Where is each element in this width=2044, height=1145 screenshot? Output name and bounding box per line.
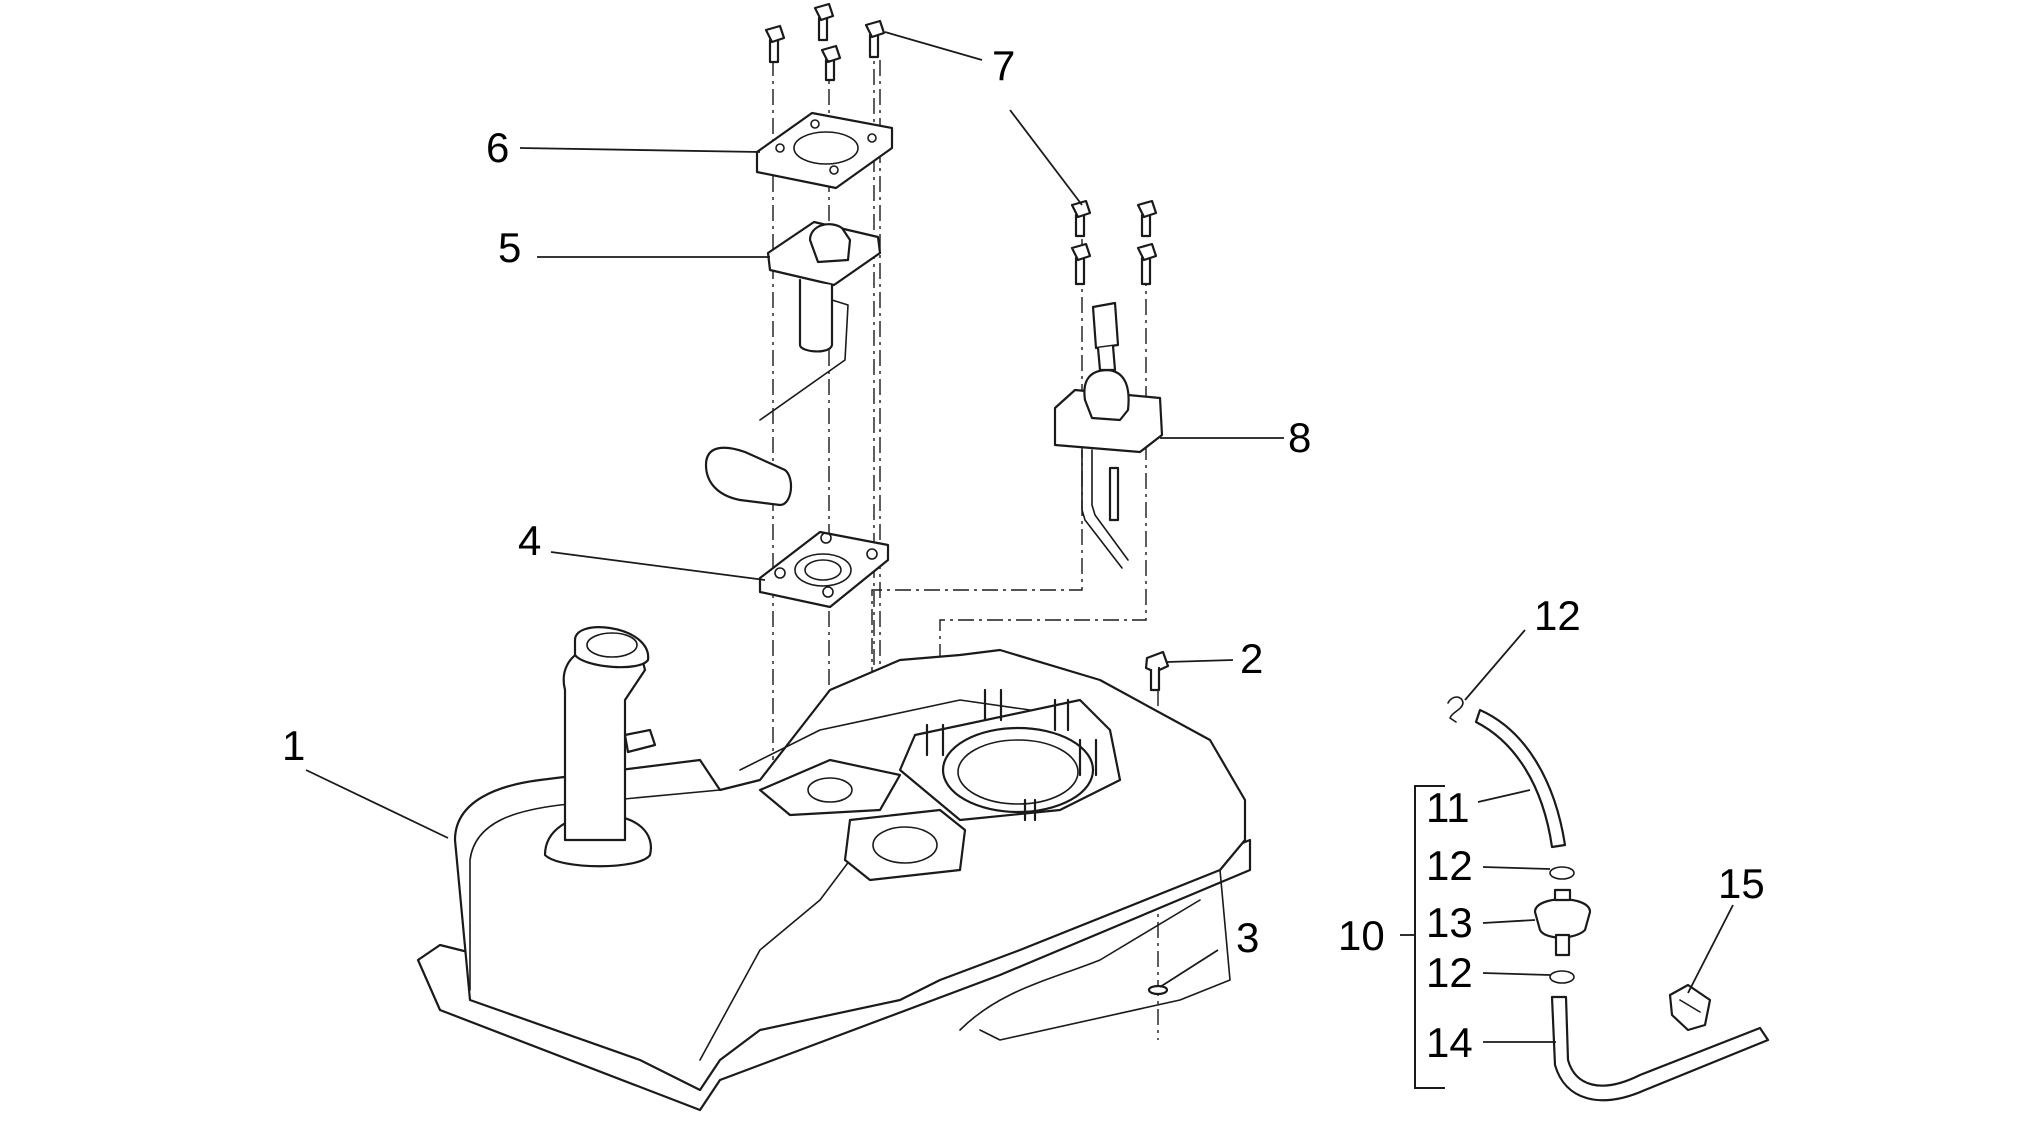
- washer-3: [1147, 984, 1169, 996]
- bolts-7: [764, 2, 1158, 286]
- callout-labels: 1 2 3 4 5 6 7 8 10 11 12 12 13 12 14 15: [282, 42, 1765, 1066]
- callout-14: 14: [1426, 1019, 1473, 1066]
- callout-10: 10: [1338, 912, 1385, 959]
- vent-line-assembly: [1447, 696, 1770, 1102]
- fuel-sender-5: [704, 220, 882, 507]
- flange-cover-6: [755, 111, 894, 190]
- callout-6: 6: [486, 124, 509, 171]
- callout-4: 4: [518, 517, 541, 564]
- callout-12-middle: 12: [1426, 842, 1473, 889]
- gasket-plate-4: [758, 530, 890, 609]
- bolt-2: [1144, 650, 1170, 692]
- callout-12-top: 12: [1534, 592, 1581, 639]
- callout-15: 15: [1718, 860, 1765, 907]
- leader-lines: [305, 31, 1734, 1089]
- callout-5: 5: [498, 224, 521, 271]
- fuel-tank: [416, 626, 1252, 1112]
- callout-13: 13: [1426, 899, 1473, 946]
- callout-12-lower: 12: [1426, 949, 1473, 996]
- callout-3: 3: [1236, 914, 1259, 961]
- callout-11: 11: [1426, 784, 1470, 831]
- callout-2: 2: [1240, 635, 1263, 682]
- fuel-pump-8: [1053, 301, 1164, 569]
- callout-8: 8: [1288, 414, 1311, 461]
- callout-1: 1: [282, 722, 305, 769]
- callout-7: 7: [992, 42, 1015, 89]
